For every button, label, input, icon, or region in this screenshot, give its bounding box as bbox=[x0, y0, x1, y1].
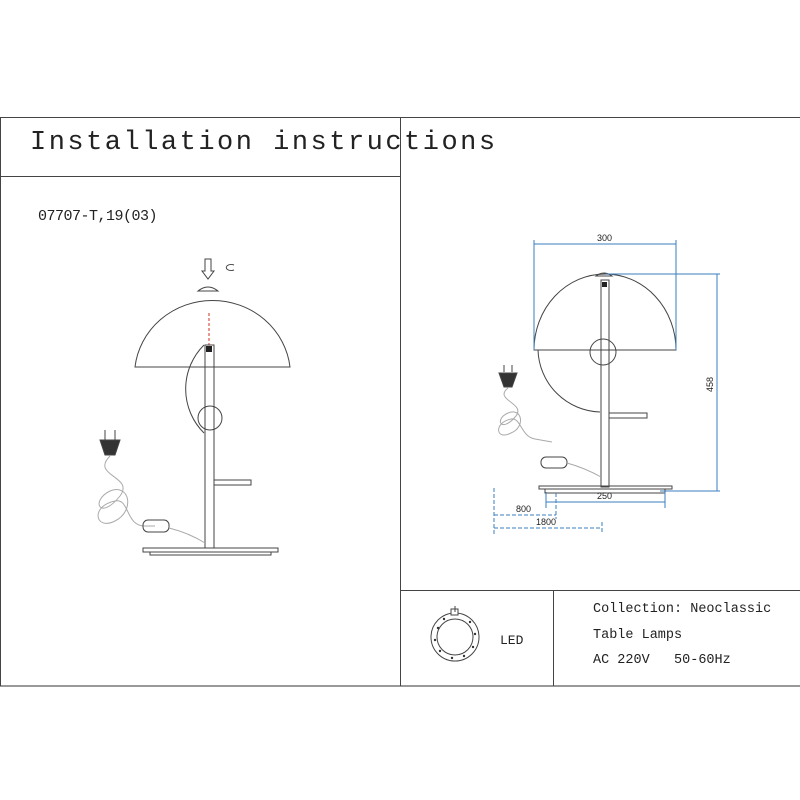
knob bbox=[589, 338, 617, 366]
inline-switch bbox=[540, 456, 568, 469]
coiled-cord bbox=[97, 455, 155, 527]
frame-divider-vertical bbox=[400, 117, 401, 686]
plug-icon bbox=[99, 430, 121, 456]
inline-switch bbox=[142, 519, 170, 533]
dim-height: 458 bbox=[705, 377, 715, 392]
rotate-icon bbox=[225, 264, 235, 271]
installation-lamp-drawing bbox=[97, 258, 291, 556]
product-type-label: Table Lamps bbox=[593, 628, 683, 643]
power-spec-label: AC 220V 50-60Hz bbox=[593, 653, 731, 668]
finial-cap bbox=[594, 272, 614, 277]
collection-label: Collection: Neoclassic bbox=[593, 602, 772, 617]
shade-dome bbox=[134, 300, 291, 368]
frame-left bbox=[0, 117, 1, 686]
plug-icon bbox=[498, 365, 518, 388]
led-label: LED bbox=[500, 633, 524, 648]
dim-shade-width: 300 bbox=[597, 233, 612, 243]
dim-cord-to-switch: 800 bbox=[516, 504, 531, 514]
dimension-lamp-drawing bbox=[493, 240, 720, 534]
title-divider bbox=[0, 176, 400, 177]
model-code: 07707-T,19(03) bbox=[38, 208, 158, 225]
dimension-lines bbox=[493, 240, 720, 534]
lamp-pole bbox=[600, 279, 610, 488]
arm bbox=[213, 479, 252, 486]
coiled-cord bbox=[498, 387, 553, 443]
dim-cord-length: 1800 bbox=[536, 517, 556, 527]
finial-cap bbox=[196, 286, 220, 292]
down-arrow-icon bbox=[201, 258, 215, 280]
arm bbox=[608, 412, 648, 419]
back-shade-halfdisc bbox=[537, 349, 601, 413]
info-divider-horizontal bbox=[400, 590, 800, 591]
frame-bottom bbox=[0, 685, 800, 687]
page-title: Installation instructions bbox=[30, 128, 498, 158]
back-shade-halfdisc bbox=[185, 344, 205, 434]
led-ring-icon bbox=[430, 606, 480, 662]
info-divider-vertical bbox=[553, 590, 554, 686]
dim-base-width: 250 bbox=[597, 491, 612, 501]
knob bbox=[197, 405, 223, 431]
